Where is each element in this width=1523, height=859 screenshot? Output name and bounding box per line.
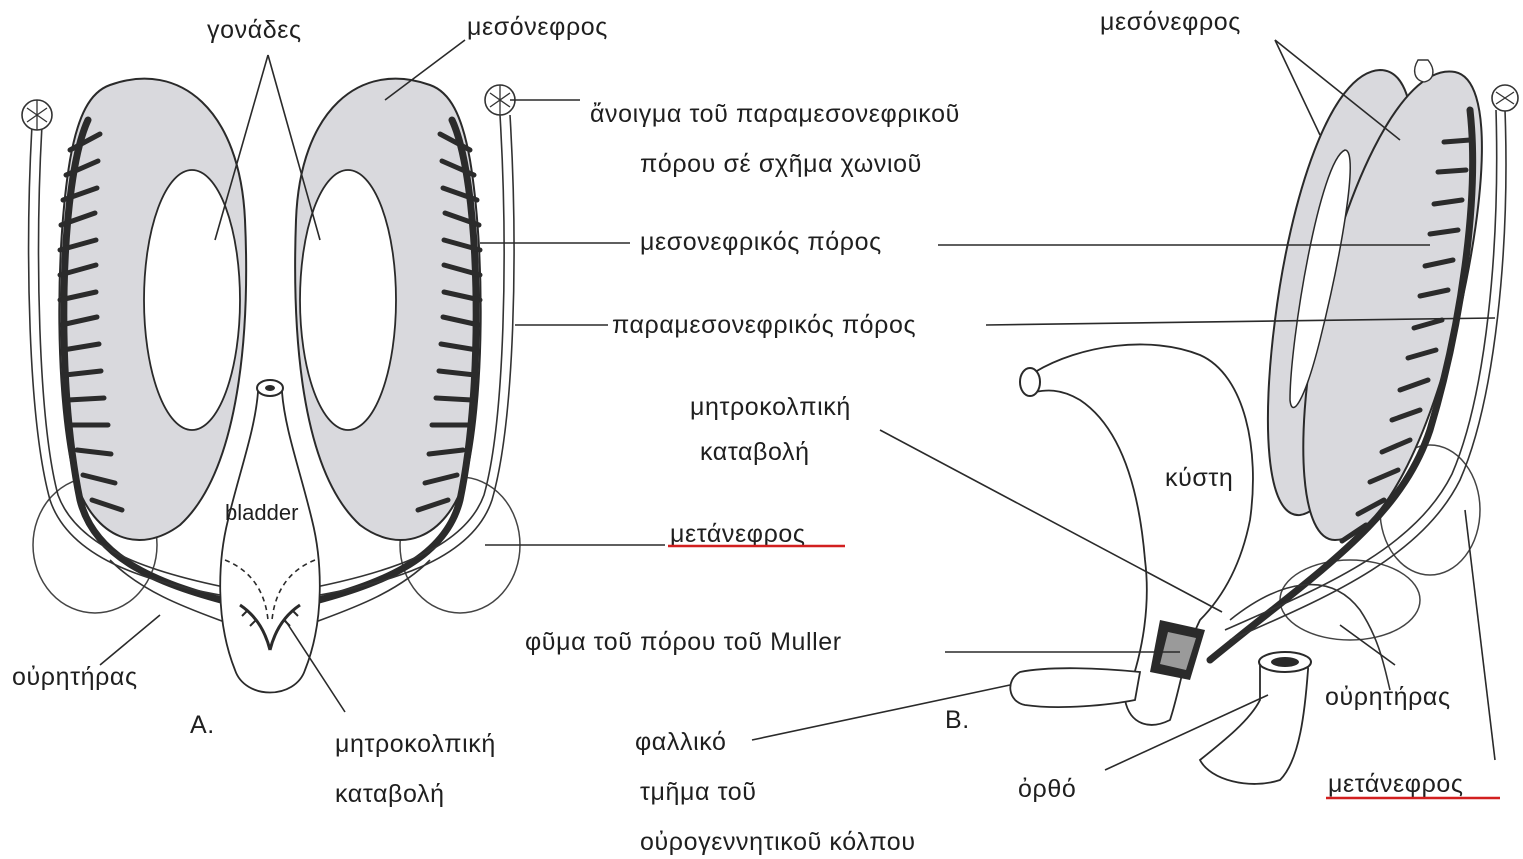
label-phallic-3: οὐρογεννητικοῦ κόλπου	[640, 828, 916, 856]
label-uterovaginal-b-1: μητροκολπική	[690, 393, 851, 421]
label-metanephros-center: μετάνεφρος	[670, 520, 806, 548]
label-paramesonephric-duct: παραμεσονεφρικός πόρος	[612, 311, 916, 339]
label-uterovaginal-b-2: καταβολή	[700, 438, 810, 466]
label-rectum: ὀρθό	[1018, 775, 1076, 803]
funnel-opening-b	[1492, 85, 1518, 111]
rectum	[1200, 656, 1308, 784]
label-ureter-b: οὐρητήρας	[1325, 683, 1451, 711]
label-funnel-opening-1: ἄνοιγμα τοῦ παραμεσονεφρικοῦ	[590, 100, 960, 128]
label-panel-a: A.	[190, 711, 215, 739]
label-metanephros-right: μετάνεφρος	[1328, 770, 1464, 798]
gonad-right	[300, 170, 396, 430]
funnel-opening-left-a	[22, 100, 52, 130]
label-mesonephric-duct: μεσονεφρικός πόρος	[640, 228, 882, 256]
label-uterovaginal-a-1: μητροκολπική	[335, 730, 496, 758]
label-muller-tubercle: φῦμα τοῦ πόρου τοῦ Muller	[525, 628, 842, 656]
allantois-b	[1020, 368, 1040, 396]
label-bladder-a: bladder	[225, 500, 298, 525]
label-mesonephros-a: μεσόνεφρος	[467, 13, 608, 41]
phallic-part	[1010, 668, 1140, 707]
label-bladder-b: κύστη	[1165, 464, 1233, 492]
panel-a-drawing	[22, 79, 520, 693]
label-panel-b: B.	[945, 706, 970, 734]
label-funnel-opening-2: πόρου σέ σχῆμα χωνιοῦ	[640, 150, 922, 178]
label-gonads: γονάδες	[207, 16, 302, 44]
label-phallic-1: φαλλικό	[635, 728, 727, 756]
label-uterovaginal-a-2: καταβολή	[335, 780, 445, 808]
label-phallic-2: τμῆμα τοῦ	[640, 778, 756, 806]
panel-b-drawing	[1010, 60, 1518, 784]
label-ureter-a: οὐρητήρας	[12, 663, 138, 691]
gonad-left	[144, 170, 240, 430]
label-mesonephros-b: μεσόνεφρος	[1100, 8, 1241, 36]
